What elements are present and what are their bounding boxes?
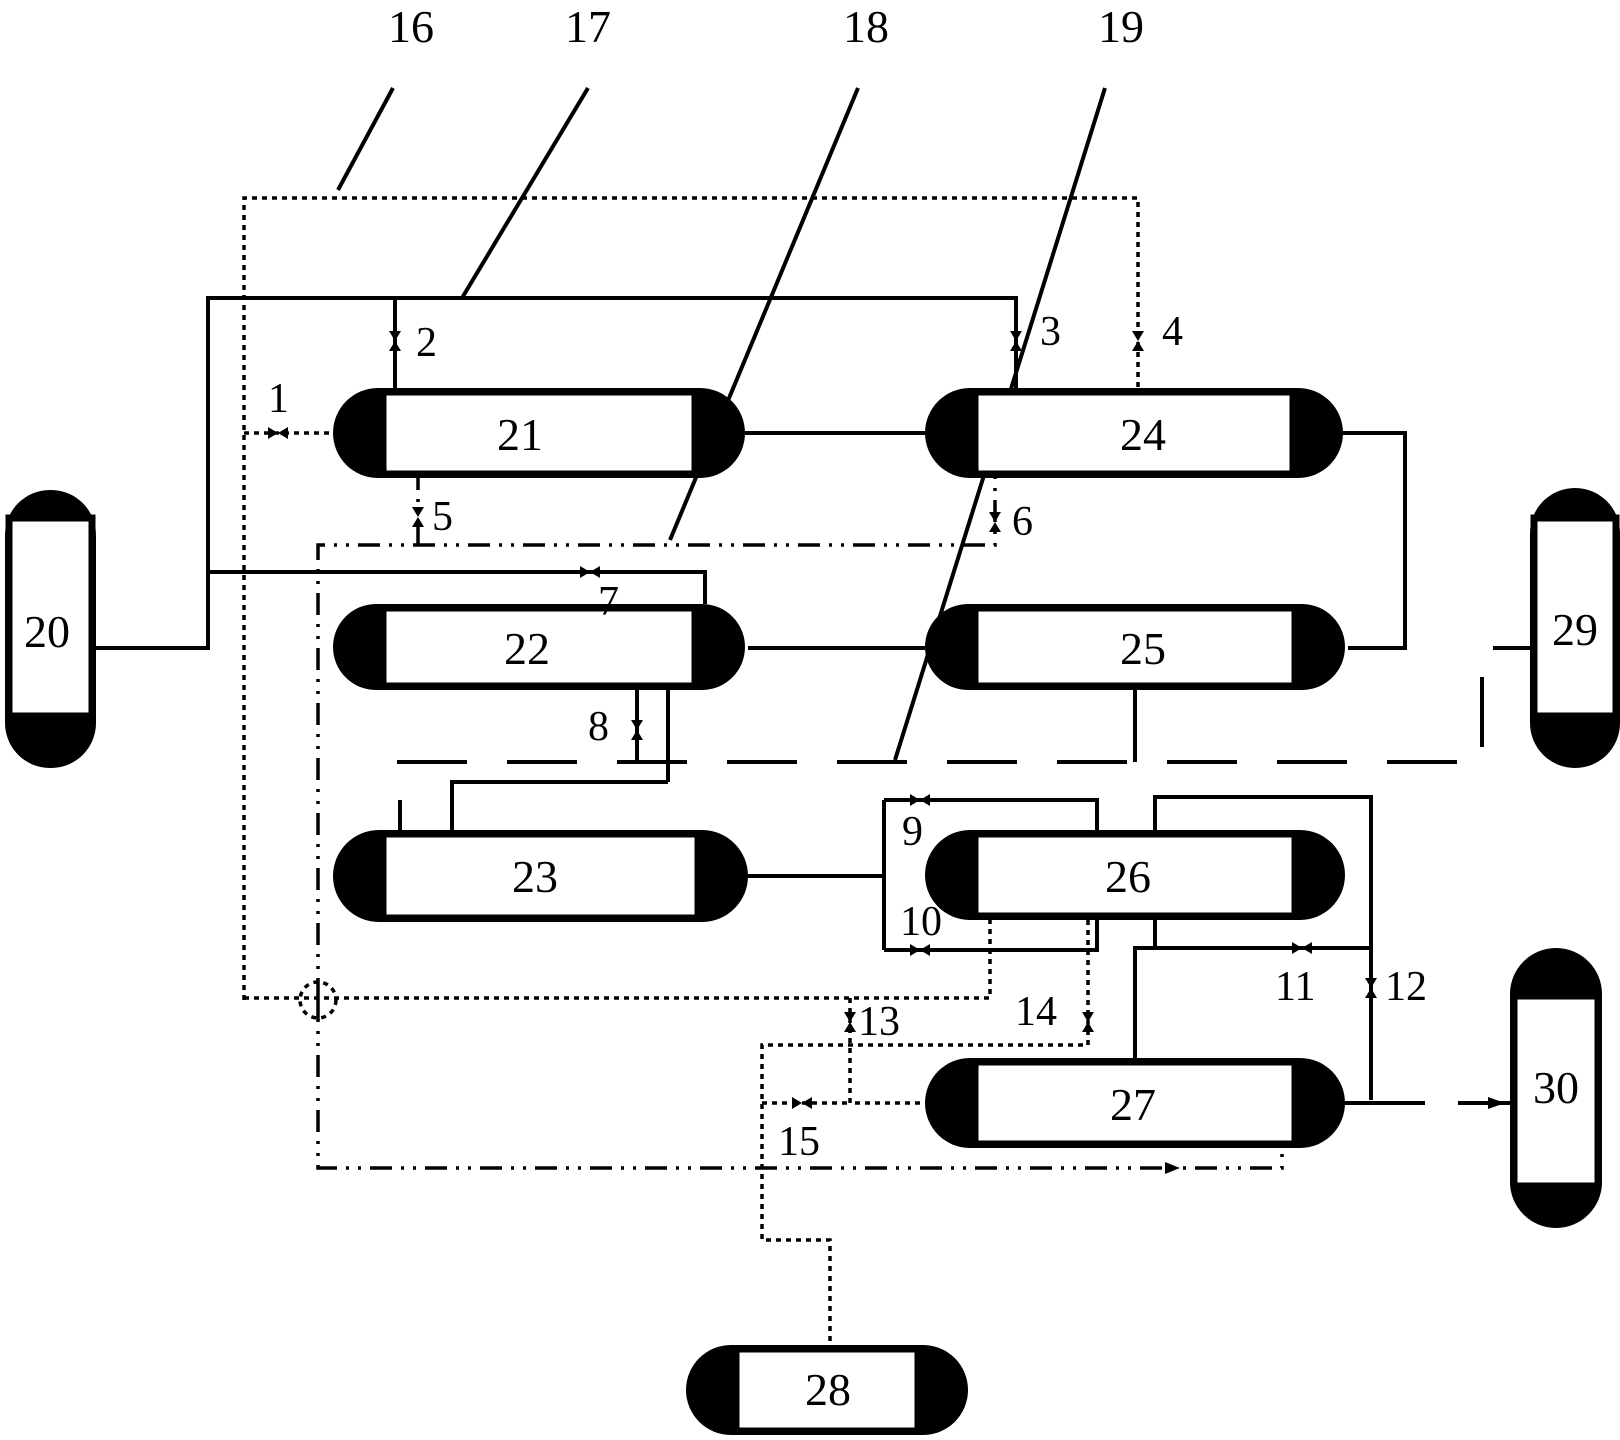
valve-7: [580, 566, 600, 578]
valve-label-8: 8: [588, 704, 609, 750]
valve-11: [1292, 942, 1312, 954]
vessel-27-label: 27: [1110, 1079, 1156, 1130]
valve-label-6: 6: [1012, 499, 1033, 545]
vessel-25: 25: [925, 604, 1345, 690]
valve-15: [792, 1097, 812, 1109]
leader-label-16: 16: [388, 1, 434, 52]
valve-label-11: 11: [1275, 964, 1315, 1010]
valve-label-5: 5: [432, 494, 453, 540]
valve-label-15: 15: [778, 1119, 820, 1165]
leader-label-18: 18: [843, 1, 889, 52]
valve-label-3: 3: [1040, 309, 1061, 355]
leader-17: [460, 86, 590, 300]
vessel-20: 20: [5, 490, 96, 768]
leader-16: [336, 87, 395, 191]
valve-14: [1082, 1012, 1094, 1032]
vessel-29-label: 29: [1552, 604, 1598, 655]
valve-label-12: 12: [1385, 964, 1427, 1010]
valve-label-14: 14: [1015, 989, 1057, 1035]
solid-pipes: [96, 296, 1510, 1105]
leader-label-19: 19: [1098, 1, 1144, 52]
valve-label-2: 2: [416, 320, 437, 366]
vessel-27: 27: [925, 1058, 1345, 1148]
vessel-26: 26: [925, 830, 1345, 920]
valve-1: [268, 427, 288, 439]
valve-label-9: 9: [902, 809, 923, 855]
vessel-29: 29: [1530, 488, 1620, 768]
valve-labels: 1 2 3 4 5 6 7 8 9 10 11 12 13 14 15: [268, 309, 1427, 1165]
vessel-20-label: 20: [24, 606, 70, 657]
vessel-21: 21: [333, 388, 745, 478]
leader-labels: 16 17 18 19: [388, 1, 1144, 52]
flow-arrow: [1165, 1162, 1180, 1174]
valve-label-1: 1: [268, 376, 289, 422]
valve-4: [1132, 331, 1144, 351]
vessel-23: 23: [333, 830, 748, 922]
valve-label-13: 13: [858, 999, 900, 1045]
flow-arrow: [1488, 1097, 1505, 1109]
valve-label-4: 4: [1162, 309, 1183, 355]
dotted-pipes: [242, 196, 1140, 1345]
valve-6: [989, 512, 1001, 532]
dashed-pipes: [397, 646, 1530, 764]
vessel-30: 30: [1510, 948, 1602, 1228]
valve-2: [389, 331, 401, 351]
vessel-24: 24: [925, 388, 1343, 478]
valve-12: [1365, 978, 1377, 998]
valve-9: [910, 794, 930, 806]
vessel-22-label: 22: [504, 623, 550, 674]
vessel-21-label: 21: [497, 409, 543, 460]
vessel-30-label: 30: [1533, 1062, 1579, 1113]
vessel-28: 28: [686, 1345, 968, 1435]
vessel-24-label: 24: [1120, 409, 1166, 460]
valve-8: [631, 720, 643, 740]
vessel-22: 22: [333, 604, 745, 690]
valve-label-7: 7: [598, 579, 619, 625]
leader-label-17: 17: [565, 1, 611, 52]
vessel-25-label: 25: [1120, 623, 1166, 674]
valve-5: [412, 507, 424, 527]
valve-10: [910, 944, 930, 956]
vessel-26-label: 26: [1105, 851, 1151, 902]
valve-3: [1010, 331, 1022, 351]
valves: [268, 331, 1505, 1174]
vessel-28-label: 28: [805, 1364, 851, 1415]
vessel-23-label: 23: [512, 851, 558, 902]
valve-13: [844, 1012, 856, 1032]
valve-label-10: 10: [900, 899, 942, 945]
